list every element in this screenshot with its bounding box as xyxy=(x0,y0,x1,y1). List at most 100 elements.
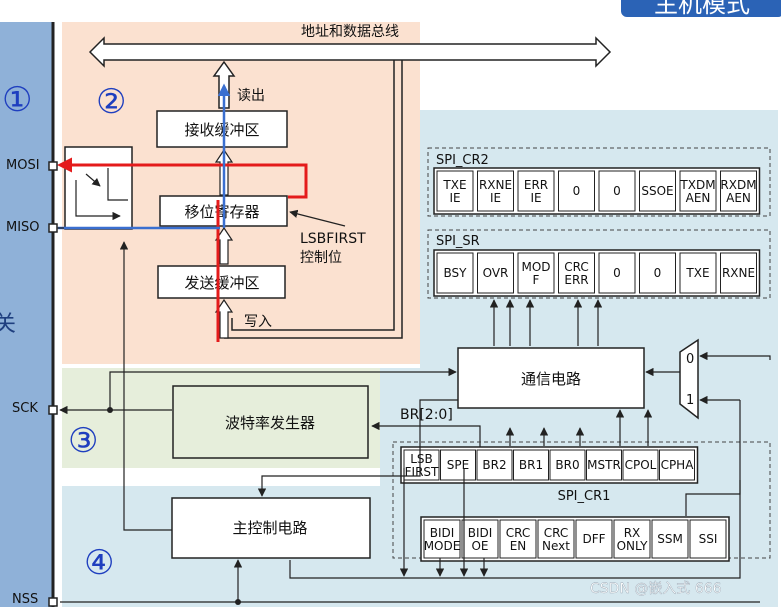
spi-cr2-bit-cell xyxy=(436,170,474,212)
mosi-connector xyxy=(48,161,58,171)
pin-switch-box xyxy=(64,146,133,230)
write-in-label: 写入 xyxy=(244,314,272,330)
spi-cr1-bit-label: BR1 xyxy=(519,458,543,472)
sck-connector xyxy=(48,405,58,415)
address-data-bus-label: 地址和数据总线 xyxy=(301,24,399,40)
spi-cr1-lower-bit-cell xyxy=(651,519,689,559)
sck-to-comm xyxy=(109,367,457,410)
spi-sr-bit-cell xyxy=(558,252,595,294)
switch-line-3 xyxy=(85,173,101,187)
spi-cr1-lower-bit-cell xyxy=(575,519,613,559)
spi-cr1-title: SPI_CR1 xyxy=(558,489,611,504)
pin-connectors xyxy=(48,161,58,607)
main-control-box xyxy=(171,497,371,559)
region-3-marker: ③ xyxy=(68,421,99,461)
ssm-to-mux xyxy=(685,400,741,516)
spi-sr-bit-label: 0 xyxy=(654,266,662,280)
miso-pin-label: MISO xyxy=(6,220,40,235)
spi-sr-bit-cell xyxy=(436,252,474,294)
switch-line-1 xyxy=(75,180,121,221)
spi-cr2-bit-cell xyxy=(558,170,595,212)
spi-cr1-bit-cell xyxy=(549,449,586,481)
spi-cr2-bit-cell xyxy=(720,170,757,212)
main-to-switch-line xyxy=(119,241,172,531)
bus-drop-line-inner xyxy=(224,60,403,339)
spi-sr-bit-label: 0 xyxy=(613,266,621,280)
nss-connector xyxy=(48,597,58,607)
sr-status-arrows xyxy=(489,299,603,346)
spi-cr1-lower-bit-cell xyxy=(423,519,461,559)
spi-sr-bit-label: TXE xyxy=(685,266,709,280)
left-edge-char: 关 xyxy=(0,312,17,337)
comm-to-main-line xyxy=(257,399,458,497)
spi-cr1-bit-label: CPHA xyxy=(661,458,695,472)
csdn-watermark: CSDN @嵌入式 666 xyxy=(590,581,722,597)
spi-cr2-title: SPI_CR2 xyxy=(436,153,489,168)
lsbfirst-control-line xyxy=(289,209,346,227)
spi-cr1-lower-bit-label: DFF xyxy=(582,532,605,546)
lsbfirst-sub-label: 控制位 xyxy=(300,250,342,266)
sck-pin-label: SCK xyxy=(12,401,38,416)
spi-cr1-bit-label: BR2 xyxy=(482,458,506,472)
mux-input-0: 0 xyxy=(686,352,694,367)
mosi-red-loop xyxy=(57,157,308,199)
region-4-marker: ④ xyxy=(84,543,115,583)
spi-cr1-bit-cell xyxy=(440,449,476,481)
spi-cr1-bit-cell xyxy=(476,449,513,481)
spi-cr1-bit-cell xyxy=(622,449,659,481)
spi-cr1-bit-label: CPOL xyxy=(625,458,657,472)
main-bottom-bus xyxy=(289,480,741,579)
spi-cr1-bit-label: MSTR xyxy=(587,458,621,472)
mux-in-0 xyxy=(699,351,771,361)
spi-sr-bit-label: OVR xyxy=(483,266,509,280)
spi-cr1-bit-cell xyxy=(513,449,549,481)
spi-cr1-bit-cell xyxy=(586,449,622,481)
region-1-marker: ① xyxy=(2,80,33,120)
bus-drop-line xyxy=(231,60,395,331)
region-2-marker: ② xyxy=(96,82,127,122)
mux-input-1: 1 xyxy=(686,393,694,408)
mode-badge-text: 主机模式 xyxy=(654,0,750,18)
br-control-line xyxy=(371,421,481,448)
cr1-to-comm-arrows xyxy=(505,409,653,446)
spi-sr-bit-cell xyxy=(639,252,676,294)
spi-cr1-bit-label: SPE xyxy=(447,458,469,472)
address-data-bus-arrow xyxy=(88,36,612,68)
mosi-pin-label: MOSI xyxy=(6,158,40,173)
spi-cr1-bit-cell xyxy=(403,449,440,481)
spi-cr2-bit-label: SSOE xyxy=(641,184,673,198)
spi-cr2-bit-label: 0 xyxy=(573,184,581,198)
cr1-bottom-drops xyxy=(399,468,489,577)
nss-junction xyxy=(235,599,241,605)
spi-sr-bit-cell xyxy=(720,252,757,294)
mode-badge xyxy=(619,0,781,19)
lsbfirst-label: LSBFIRST xyxy=(300,231,366,247)
nss-pin-label: NSS xyxy=(12,592,39,607)
spi-sr-bit-cell xyxy=(517,252,555,294)
spi-sr-bit-label: RXNE xyxy=(722,266,755,280)
spi-cr1-lower-bit-cell xyxy=(689,519,727,559)
spi-cr1-lower-bit-cell xyxy=(499,519,537,559)
spi-cr2-bit-cell xyxy=(477,170,514,212)
spi-cr1-lower-bit-cell xyxy=(461,519,499,559)
tx-buffer-label: 发送缓冲区 xyxy=(184,274,259,292)
miso-connector xyxy=(48,223,58,233)
comm-circuit-box xyxy=(457,347,645,409)
spi-cr1-lower-bit-cell xyxy=(537,519,575,559)
spi-cr1-bit-label: BR0 xyxy=(555,458,579,472)
